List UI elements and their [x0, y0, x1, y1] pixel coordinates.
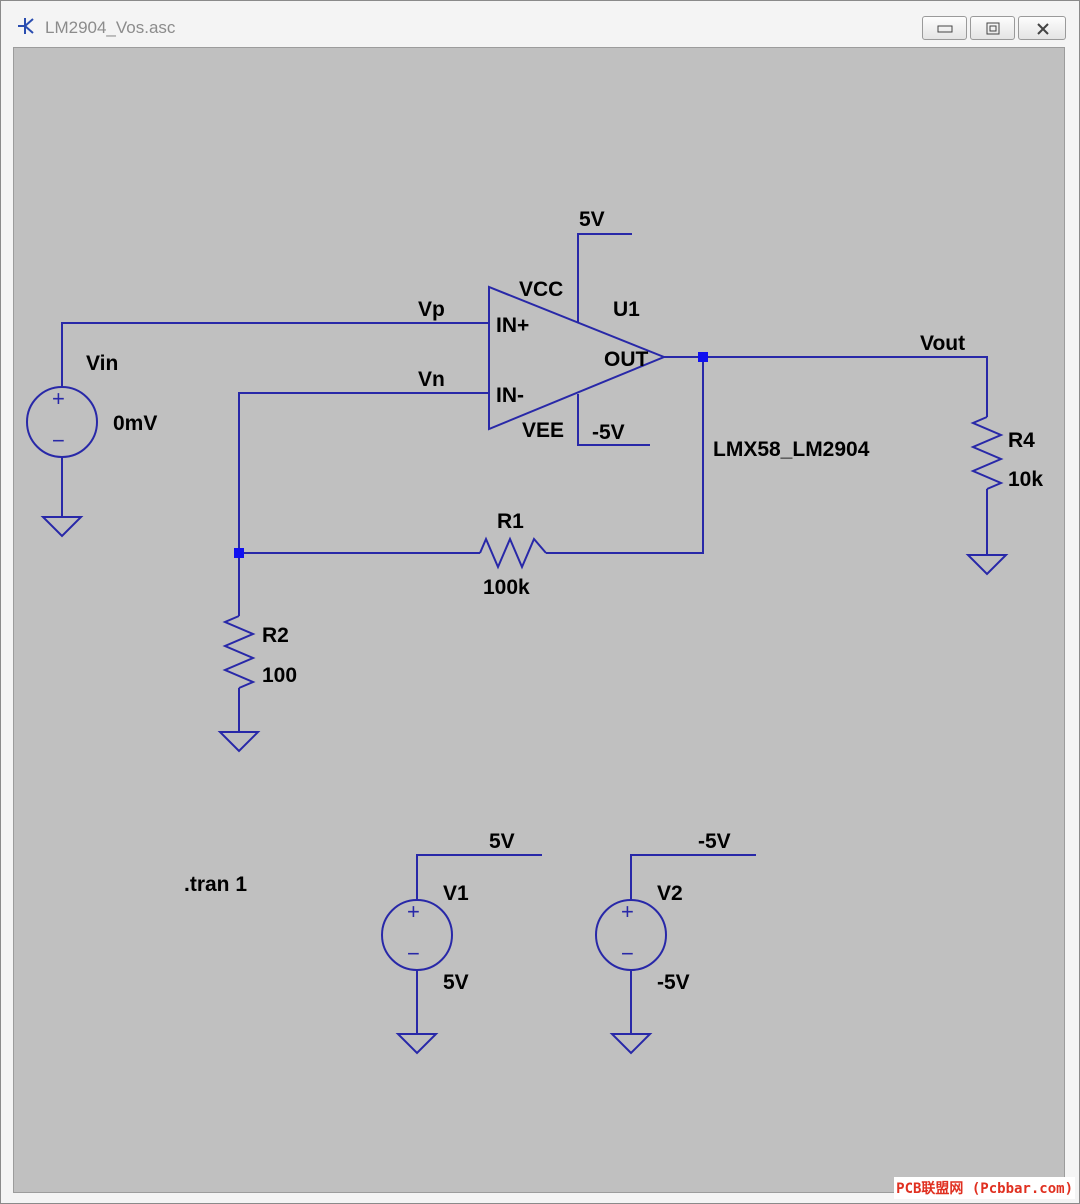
schematic-canvas[interactable]: + − + − + − Vp Vn Vout 5V -5V 5V -5V IN+… — [13, 47, 1065, 1193]
ground-icon — [609, 1033, 653, 1055]
ground-icon — [40, 516, 84, 538]
junction-dot — [234, 548, 244, 558]
minus-sign: − — [52, 428, 65, 453]
vin-value[interactable]: 0mV — [113, 412, 157, 435]
minus-sign: − — [407, 941, 420, 966]
plus-sign: + — [407, 899, 420, 924]
close-button[interactable] — [1018, 16, 1066, 40]
r1-value[interactable]: 100k — [483, 576, 530, 599]
opamp-model[interactable]: LMX58_LM2904 — [713, 438, 870, 461]
wire-r1-right[interactable] — [546, 357, 704, 554]
opamp-pin-vee: VEE — [522, 419, 564, 442]
ground-icon — [217, 731, 261, 753]
opamp-ref[interactable]: U1 — [613, 298, 640, 321]
wire-vcc[interactable] — [577, 233, 632, 322]
net-label-vee-flag[interactable]: -5V — [592, 421, 625, 444]
opamp-pin-inn: IN- — [496, 384, 524, 407]
wire-vout[interactable] — [664, 356, 988, 417]
resistor-r1[interactable] — [479, 536, 547, 570]
v1-ref[interactable]: V1 — [443, 882, 469, 905]
ground-icon — [395, 1033, 439, 1055]
resistor-r4[interactable] — [970, 416, 1004, 490]
minimize-button[interactable] — [922, 16, 967, 40]
r1-ref[interactable]: R1 — [497, 510, 524, 533]
v1-value[interactable]: 5V — [443, 971, 469, 994]
net-label-v1-flag[interactable]: 5V — [489, 830, 515, 853]
v2-ref[interactable]: V2 — [657, 882, 683, 905]
wire-vn[interactable] — [238, 392, 489, 553]
minimize-icon — [937, 25, 953, 33]
net-label-vn[interactable]: Vn — [418, 368, 445, 391]
title-bar[interactable]: LM2904_Vos.asc — [1, 1, 1079, 47]
v2-value[interactable]: -5V — [657, 971, 690, 994]
junction-dot — [698, 352, 708, 362]
maximize-icon — [986, 22, 1000, 35]
close-icon — [1037, 23, 1049, 35]
net-label-vout[interactable]: Vout — [920, 332, 965, 355]
vin-ref[interactable]: Vin — [86, 352, 118, 375]
plus-sign: + — [52, 386, 65, 411]
ltspice-opamp-icon — [18, 18, 34, 34]
r2-ref[interactable]: R2 — [262, 624, 289, 647]
watermark: PCB联盟网 (Pcbbar.com) — [894, 1177, 1075, 1199]
r4-ref[interactable]: R4 — [1008, 429, 1035, 452]
wire-v1-top[interactable] — [416, 854, 542, 900]
opamp-u1[interactable] — [488, 285, 667, 431]
net-label-v2-flag[interactable]: -5V — [698, 830, 731, 853]
maximize-button[interactable] — [970, 16, 1015, 40]
opamp-pin-out: OUT — [604, 348, 649, 371]
wire-v2-top[interactable] — [630, 854, 756, 900]
r2-value[interactable]: 100 — [262, 664, 297, 687]
wire-vee[interactable] — [577, 394, 650, 446]
resistor-r2[interactable] — [222, 615, 256, 689]
plus-sign: + — [621, 899, 634, 924]
opamp-pin-vcc: VCC — [519, 278, 563, 301]
wire-vp[interactable] — [61, 322, 489, 387]
window-title: LM2904_Vos.asc — [45, 18, 176, 37]
ground-icon — [965, 554, 1009, 576]
opamp-pin-inp: IN+ — [496, 314, 529, 337]
minus-sign: − — [621, 941, 634, 966]
r4-value[interactable]: 10k — [1008, 468, 1043, 491]
spice-directive[interactable]: .tran 1 — [184, 873, 247, 896]
net-label-vcc-flag[interactable]: 5V — [579, 208, 605, 231]
net-label-vp[interactable]: Vp — [418, 298, 445, 321]
